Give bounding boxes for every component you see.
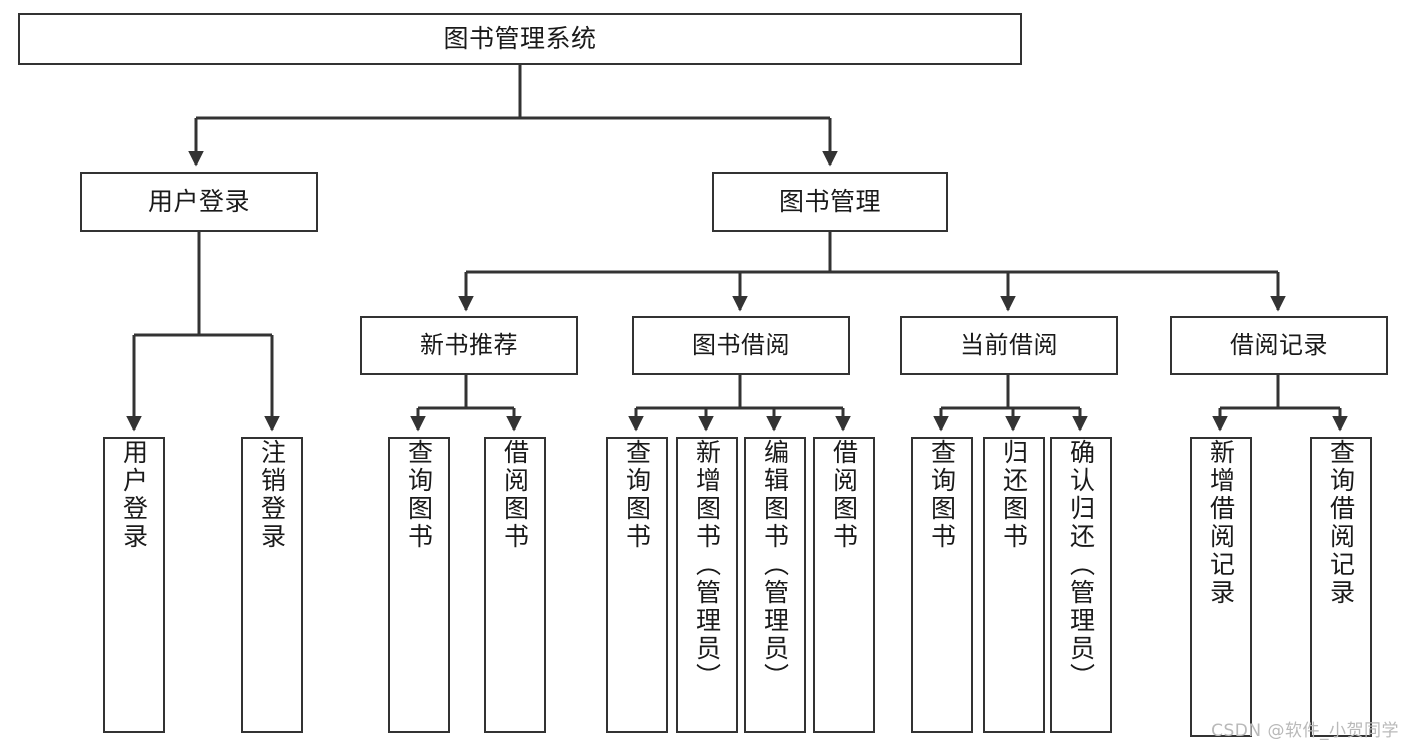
node-book-manage-label: 图书管理 xyxy=(778,187,881,216)
node-current-borrow-label: 当前借阅 xyxy=(960,331,1058,360)
node-leaf-query-book-3-label: 查询图书 xyxy=(927,439,957,551)
node-new-book-rec[interactable]: 新书推荐 xyxy=(360,316,578,375)
node-leaf-confirm-return[interactable]: 确认归还（管理员） xyxy=(1050,437,1112,733)
node-leaf-borrow-book-2[interactable]: 借阅图书 xyxy=(813,437,875,733)
node-borrow-record-label: 借阅记录 xyxy=(1230,331,1328,360)
node-leaf-return-book-label: 归还图书 xyxy=(999,439,1029,551)
node-leaf-add-record-label: 新增借阅记录 xyxy=(1206,439,1236,607)
node-leaf-query-book-2-label: 查询图书 xyxy=(622,439,652,551)
node-leaf-edit-book-label: 编辑图书（管理员） xyxy=(760,439,790,691)
node-new-book-rec-label: 新书推荐 xyxy=(420,331,518,360)
node-leaf-query-record[interactable]: 查询借阅记录 xyxy=(1310,437,1372,737)
watermark: CSDN @软件_小贺同学 xyxy=(1211,721,1399,741)
node-current-borrow[interactable]: 当前借阅 xyxy=(900,316,1118,375)
node-leaf-user-login[interactable]: 用户登录 xyxy=(103,437,165,733)
node-user-login[interactable]: 用户登录 xyxy=(80,172,318,232)
node-leaf-user-logout-label: 注销登录 xyxy=(257,439,287,551)
node-leaf-query-book-1-label: 查询图书 xyxy=(404,439,434,551)
node-leaf-query-book-2[interactable]: 查询图书 xyxy=(606,437,668,733)
node-leaf-user-login-label: 用户登录 xyxy=(119,439,149,551)
node-leaf-query-record-label: 查询借阅记录 xyxy=(1326,439,1356,607)
node-leaf-return-book[interactable]: 归还图书 xyxy=(983,437,1045,733)
node-root[interactable]: 图书管理系统 xyxy=(18,13,1022,65)
node-leaf-add-book[interactable]: 新增图书（管理员） xyxy=(676,437,738,733)
node-book-manage[interactable]: 图书管理 xyxy=(712,172,948,232)
node-leaf-borrow-book-2-label: 借阅图书 xyxy=(829,439,859,551)
node-leaf-edit-book[interactable]: 编辑图书（管理员） xyxy=(744,437,806,733)
node-leaf-query-book-1[interactable]: 查询图书 xyxy=(388,437,450,733)
node-leaf-confirm-return-label: 确认归还（管理员） xyxy=(1066,439,1096,691)
node-root-label: 图书管理系统 xyxy=(443,24,597,53)
node-leaf-query-book-3[interactable]: 查询图书 xyxy=(911,437,973,733)
node-leaf-borrow-book-1-label: 借阅图书 xyxy=(500,439,530,551)
node-user-login-label: 用户登录 xyxy=(147,187,250,216)
node-book-borrow[interactable]: 图书借阅 xyxy=(632,316,850,375)
node-leaf-borrow-book-1[interactable]: 借阅图书 xyxy=(484,437,546,733)
node-leaf-user-logout[interactable]: 注销登录 xyxy=(241,437,303,733)
node-leaf-add-book-label: 新增图书（管理员） xyxy=(692,439,722,691)
node-leaf-add-record[interactable]: 新增借阅记录 xyxy=(1190,437,1252,737)
node-borrow-record[interactable]: 借阅记录 xyxy=(1170,316,1388,375)
node-book-borrow-label: 图书借阅 xyxy=(692,331,790,360)
